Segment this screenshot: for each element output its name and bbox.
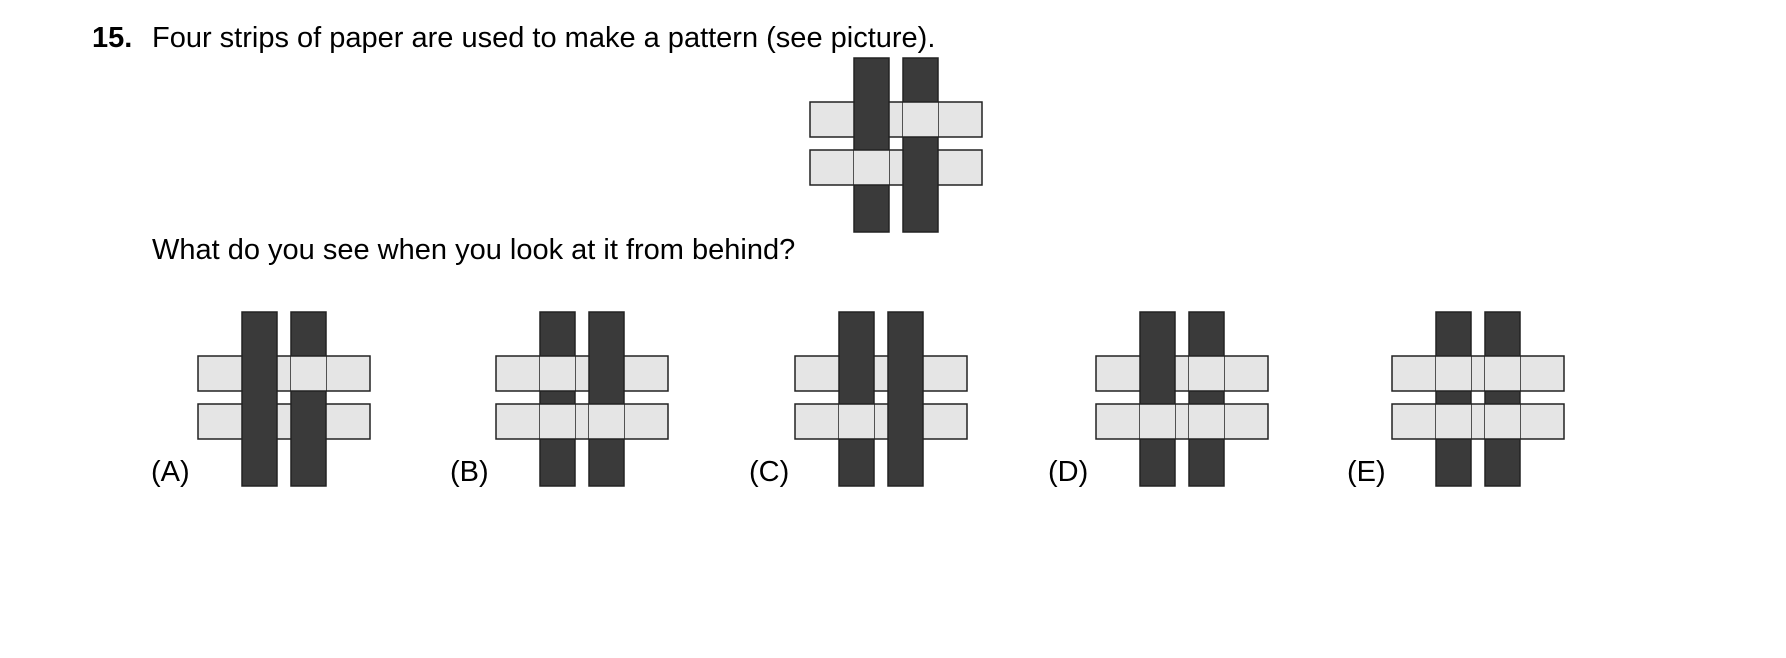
horizontal-strip-2 <box>197 403 371 440</box>
vertical-strip-1 <box>1435 311 1472 487</box>
horizontal-strip-1 <box>794 355 968 392</box>
vertical-strip-2 <box>588 311 625 487</box>
horizontal-strip-2 <box>794 403 968 440</box>
vertical-strip-1 <box>539 311 576 487</box>
crossing-horizontal-over <box>539 355 576 392</box>
option-d-label[interactable]: (D) <box>1048 456 1089 488</box>
vertical-strip-2 <box>290 311 327 487</box>
option-e-figure[interactable] <box>1391 311 1565 487</box>
crossing-horizontal-over <box>902 101 939 138</box>
crossing-horizontal-over <box>1188 403 1225 440</box>
crossing-horizontal-over <box>588 403 625 440</box>
crossing-horizontal-over <box>290 355 327 392</box>
crossing-fill <box>1189 404 1224 439</box>
horizontal-strip-1 <box>1095 355 1269 392</box>
crossing-fill <box>903 102 938 137</box>
crossing-fill <box>839 404 874 439</box>
horizontal-strip-1 <box>1391 355 1565 392</box>
crossing-fill <box>1436 404 1471 439</box>
option-e-label[interactable]: (E) <box>1347 456 1386 488</box>
option-c-figure[interactable] <box>794 311 968 487</box>
vertical-strip-2 <box>887 311 924 487</box>
question-number: 15. <box>92 22 133 54</box>
option-b-label[interactable]: (B) <box>450 456 489 488</box>
crossing-horizontal-over <box>539 403 576 440</box>
crossing-horizontal-over <box>838 403 875 440</box>
vertical-strip-1 <box>1139 311 1176 487</box>
subquestion-text: What do you see when you look at it from… <box>152 234 796 266</box>
option-c-label[interactable]: (C) <box>749 456 790 488</box>
crossing-fill <box>291 356 326 391</box>
option-a-label[interactable]: (A) <box>151 456 190 488</box>
original-pattern-figure <box>809 57 983 233</box>
horizontal-strip-2 <box>1391 403 1565 440</box>
question-text: Four strips of paper are used to make a … <box>152 22 936 54</box>
horizontal-strip-2 <box>809 149 983 186</box>
vertical-strip-2 <box>1188 311 1225 487</box>
crossing-horizontal-over <box>1188 355 1225 392</box>
crossing-horizontal-over <box>1435 355 1472 392</box>
vertical-strip-2 <box>902 57 939 233</box>
crossing-fill <box>589 404 624 439</box>
crossing-horizontal-over <box>1484 403 1521 440</box>
horizontal-strip-2 <box>1095 403 1269 440</box>
vertical-strip-2 <box>1484 311 1521 487</box>
crossing-horizontal-over <box>1484 355 1521 392</box>
vertical-strip-1 <box>853 57 890 233</box>
option-b-figure[interactable] <box>495 311 669 487</box>
crossing-fill <box>540 404 575 439</box>
crossing-fill <box>1485 404 1520 439</box>
crossing-horizontal-over <box>853 149 890 186</box>
vertical-strip-1 <box>241 311 278 487</box>
crossing-fill <box>1189 356 1224 391</box>
crossing-fill <box>1485 356 1520 391</box>
crossing-fill <box>1140 404 1175 439</box>
option-d-figure[interactable] <box>1095 311 1269 487</box>
crossing-horizontal-over <box>1139 403 1176 440</box>
crossing-fill <box>540 356 575 391</box>
option-a-figure[interactable] <box>197 311 371 487</box>
horizontal-strip-1 <box>197 355 371 392</box>
crossing-fill <box>1436 356 1471 391</box>
horizontal-strip-1 <box>495 355 669 392</box>
horizontal-strip-1 <box>809 101 983 138</box>
crossing-horizontal-over <box>1435 403 1472 440</box>
vertical-strip-1 <box>838 311 875 487</box>
horizontal-strip-2 <box>495 403 669 440</box>
crossing-fill <box>854 150 889 185</box>
